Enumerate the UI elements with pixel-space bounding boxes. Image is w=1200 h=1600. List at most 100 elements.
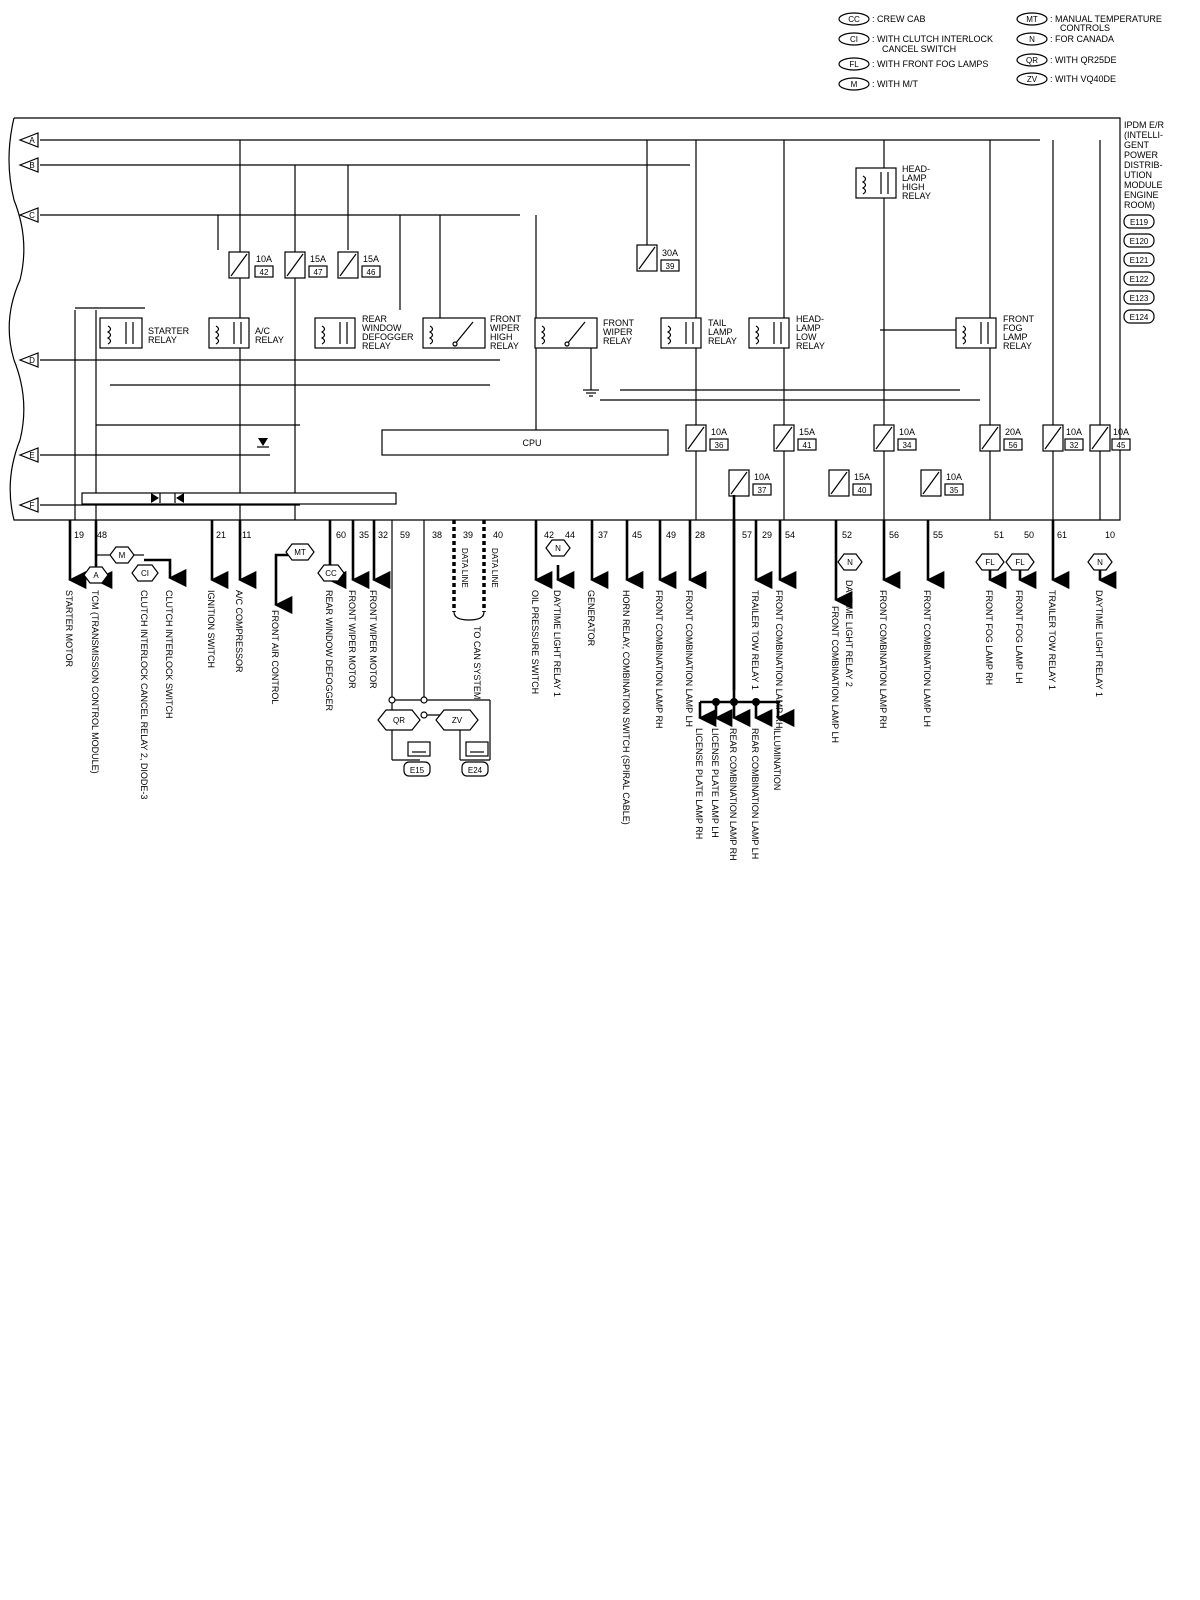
output-label: LICENSE PLATE LAMP RH — [694, 728, 704, 839]
relay-label: RELAY — [603, 336, 632, 346]
relays: STARTER RELAY A/C RELAY REAR WINDOW DEFO… — [99, 164, 1034, 397]
relay-label: RELAY — [1003, 341, 1032, 351]
ac-relay: A/C RELAY — [208, 317, 284, 349]
option-tag-mt: MT — [285, 543, 315, 561]
option-tag-cc: CC — [317, 564, 345, 582]
input-f-label: F — [30, 501, 35, 510]
legend-text: : WITH FRONT FOG LAMPS — [872, 59, 988, 69]
data-line-label: DATA LINE — [460, 548, 469, 588]
fuse-36: 10A 36 — [685, 424, 729, 452]
legend-text: CONTROLS — [1060, 23, 1110, 33]
legend-text: : WITH VQ40DE — [1050, 74, 1116, 84]
legend-text: : WITH M/T — [872, 79, 918, 89]
module-name-line: IPDM E/R — [1124, 120, 1165, 130]
terminal-number: 40 — [493, 530, 503, 540]
fuse-45: 10A 45 — [1089, 424, 1131, 452]
fuse-number: 45 — [1117, 441, 1126, 450]
output-label: ILLUMINATION — [772, 728, 782, 790]
fuse-amp: 15A — [799, 427, 815, 437]
front-wiper-relay: FRONT WIPER RELAY — [534, 317, 634, 397]
fuse-amp: 30A — [662, 248, 678, 258]
module-name-line: UTION — [1124, 170, 1152, 180]
fuse-35: 10A 35 — [920, 469, 964, 497]
connector-tag: E119 — [1130, 218, 1149, 227]
connector-tag: E121 — [1130, 256, 1149, 265]
terminal-number: 42 — [544, 530, 554, 540]
connector-tag: E124 — [1130, 313, 1149, 322]
svg-text:FL: FL — [1015, 558, 1025, 567]
output-label: FRONT WIPER MOTOR — [347, 590, 357, 689]
legend-text: : CREW CAB — [872, 14, 926, 24]
terminal-number: 60 — [336, 530, 346, 540]
terminal-number: 11 — [242, 530, 251, 540]
connector-tag: E123 — [1130, 294, 1149, 303]
option-tag-zv: ZV — [435, 709, 479, 731]
fuse-47: 15A 47 — [284, 251, 328, 279]
terminal-number: 28 — [695, 530, 705, 540]
fuse-amp: 15A — [854, 472, 870, 482]
terminal-number: 45 — [632, 530, 642, 540]
fuse-number: 41 — [803, 441, 812, 450]
terminal-number: 19 — [74, 530, 84, 540]
relay-label: RELAY — [362, 341, 391, 351]
relay-label: RELAY — [902, 191, 931, 201]
relay-label: REAR — [362, 314, 388, 324]
output-label: TRAILER TOW RELAY 1 — [1047, 590, 1057, 690]
terminal-number: 51 — [994, 530, 1004, 540]
connector-tag: E120 — [1130, 237, 1149, 246]
output-label: CLUTCH INTERLOCK CANCEL RELAY 2, DIODE-3 — [139, 590, 149, 799]
fuse-41: 15A 41 — [773, 424, 817, 452]
legend-text: CANCEL SWITCH — [882, 44, 956, 54]
svg-text:N: N — [555, 544, 561, 553]
output-label: TRAILER TOW RELAY 1 — [750, 590, 760, 690]
svg-text:FL: FL — [985, 558, 995, 567]
terminal-numbers: 19 48 21 11 60 35 32 59 38 39 40 42 44 3… — [74, 530, 1115, 540]
input-buses — [40, 139, 1040, 506]
legend-n: N : FOR CANADA — [1016, 32, 1114, 46]
relay-label: A/C — [255, 326, 271, 336]
output-label: FRONT FOG LAMP RH — [984, 590, 994, 685]
module-name-line: ROOM) — [1124, 200, 1155, 210]
relay-label: LAMP — [796, 323, 821, 333]
fuse-amp: 15A — [363, 254, 379, 264]
relay-label: RELAY — [796, 341, 825, 351]
output-label: A/C COMPRESSOR — [234, 590, 244, 673]
output-label: FRONT AIR CONTROL — [270, 610, 280, 704]
terminal-number: 35 — [359, 530, 369, 540]
headlamp-low-relay: HEAD- LAMP LOW RELAY — [748, 314, 825, 351]
terminal-number: 52 — [842, 530, 852, 540]
relay-label: FRONT — [603, 318, 634, 328]
legend-code: ZV — [1027, 75, 1038, 84]
can-system-label: TO CAN SYSTEM — [472, 626, 482, 699]
relay-label: LOW — [796, 332, 817, 342]
option-tags: A M CI MT CC QR ZV N — [83, 539, 1113, 731]
fuse-42: 10A 42 — [228, 251, 274, 279]
relay-label: LAMP — [1003, 332, 1028, 342]
legend-m: M : WITH M/T — [838, 77, 918, 91]
output-label: REAR COMBINATION LAMP RH — [728, 728, 738, 861]
can-system: DATA LINE DATA LINE TO CAN SYSTEM — [453, 548, 499, 699]
fuse-amp: 10A — [754, 472, 770, 482]
fuse-number: 46 — [367, 268, 376, 277]
output-label: FRONT COMBINATION LAMP LH — [830, 606, 840, 743]
output-label: TCM (TRANSMISSION CONTROL MODULE) — [90, 590, 100, 774]
relay-label: LAMP — [708, 327, 733, 337]
output-label: FRONT COMBINATION LAMP RH — [654, 590, 664, 729]
output-label: FRONT COMBINATION LAMP LH — [922, 590, 932, 727]
legend-code: M — [851, 80, 858, 89]
fuse-number: 40 — [858, 486, 867, 495]
ground-label: E15 — [410, 766, 425, 775]
terminal-number: 39 — [463, 530, 473, 540]
option-tag-fl: FL — [975, 553, 1005, 571]
output-label: FRONT WIPER MOTOR — [368, 590, 378, 689]
terminal-number: 37 — [598, 530, 608, 540]
fuse-amp: 10A — [946, 472, 962, 482]
svg-text:CI: CI — [141, 569, 149, 578]
relay-label: TAIL — [708, 318, 726, 328]
option-tag-ci: CI — [131, 564, 159, 582]
relay-label: RELAY — [708, 336, 737, 346]
fuse-37: 10A 37 — [728, 469, 772, 497]
terminal-number: 10 — [1105, 530, 1115, 540]
option-tag-a: A — [83, 566, 109, 584]
front-wiper-high-relay: FRONT WIPER HIGH RELAY — [422, 314, 521, 351]
